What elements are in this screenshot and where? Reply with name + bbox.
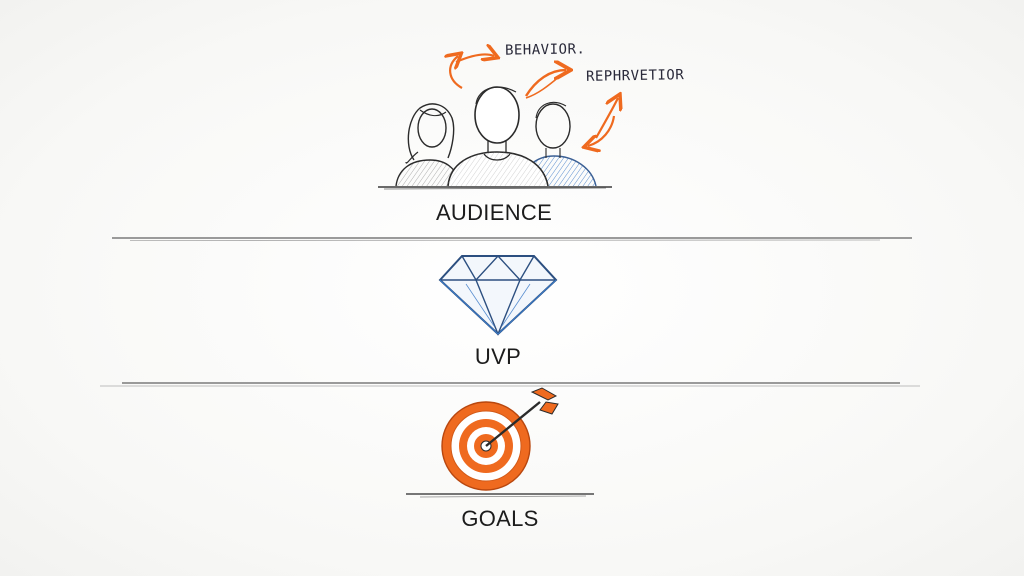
- person-center-icon: [448, 87, 548, 186]
- people-group-icon: [378, 54, 618, 189]
- uvp-label: UVP: [0, 344, 1010, 370]
- goals-label: GOALS: [0, 506, 1012, 532]
- divider-bottom: [100, 383, 920, 386]
- behavior-annotation: BEHAVIOR.: [505, 41, 586, 58]
- repeat-behavior-annotation: REPHRVETIOR: [586, 67, 684, 85]
- divider-top: [112, 238, 912, 241]
- target-arrow-icon: [406, 388, 594, 497]
- audience-label: AUDIENCE: [0, 200, 1006, 226]
- diamond-icon: [440, 256, 556, 334]
